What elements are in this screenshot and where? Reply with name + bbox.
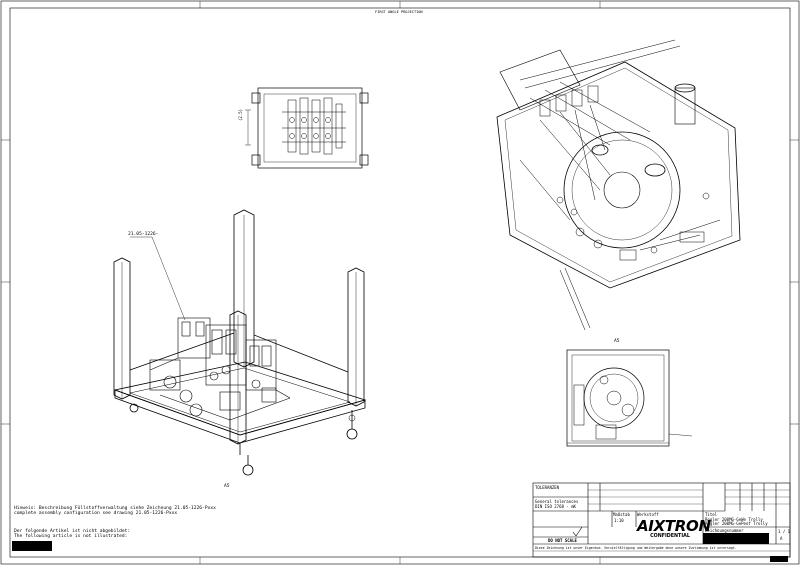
ownership-notice: Diese Zeichnung ist unser Eigentum. Verv… bbox=[535, 546, 737, 550]
cabinet-lines bbox=[519, 39, 721, 331]
title-label: Titel bbox=[705, 512, 718, 517]
general-tolerances: General tolerances bbox=[535, 499, 579, 504]
drawing-number-label: Zeichnungsnummer bbox=[705, 528, 744, 533]
confidential-mark: CONFIDENTIAL bbox=[650, 534, 690, 539]
cabinet-view-label: A5 bbox=[614, 339, 620, 344]
front-view bbox=[566, 349, 693, 447]
frame-posts bbox=[113, 209, 365, 445]
note-line-3: Der folgende Artikel ist nicht abgebilde… bbox=[14, 529, 131, 534]
tolerance-standard: DIN ISO 2768 - mK bbox=[535, 504, 576, 509]
do-not-scale: DO NOT SCALE bbox=[548, 538, 577, 543]
redaction-bar-drawing-number bbox=[703, 533, 769, 544]
company-logo: AIXTRON bbox=[637, 517, 711, 535]
revision-letter: A bbox=[780, 536, 783, 541]
top-view-dimension: (2.5) bbox=[238, 108, 243, 121]
trolley-view-label: A5 bbox=[224, 484, 230, 489]
redaction-bar-notes bbox=[12, 541, 52, 551]
redaction-bar-footer bbox=[770, 556, 788, 562]
title-block-lines bbox=[532, 482, 791, 558]
note-line-2: complete assembly configuration see draw… bbox=[14, 511, 178, 516]
title-line-2: Regler 200MG-GePeof Trolly bbox=[705, 521, 768, 526]
note-line-1: Hinweis: Beschreibung Füllstoffverwaltun… bbox=[14, 506, 216, 511]
material-label: Werkstoff bbox=[637, 512, 659, 517]
sheet-number: 1 / 1 bbox=[778, 529, 791, 534]
trolley-callout-label: 21.05-1226- bbox=[128, 232, 159, 237]
scale-value: 1:10 bbox=[614, 518, 624, 523]
tolerances-label: TOLERANZEN bbox=[535, 485, 560, 490]
castor-wheels bbox=[129, 403, 358, 476]
title-line-1: Regler 200MG-GeWe Trolly bbox=[705, 517, 763, 522]
note-line-4: The following article is not illustrated… bbox=[14, 534, 128, 539]
callout-leader bbox=[151, 236, 186, 321]
cabinet-isometric bbox=[496, 39, 741, 331]
top-view bbox=[245, 87, 369, 169]
scale-label: Maßstab bbox=[613, 512, 630, 517]
trolley-isometric bbox=[113, 209, 367, 476]
regulator-assembly bbox=[149, 317, 291, 421]
projection-label: FIRST ANGLE PROJECTION bbox=[375, 10, 423, 14]
